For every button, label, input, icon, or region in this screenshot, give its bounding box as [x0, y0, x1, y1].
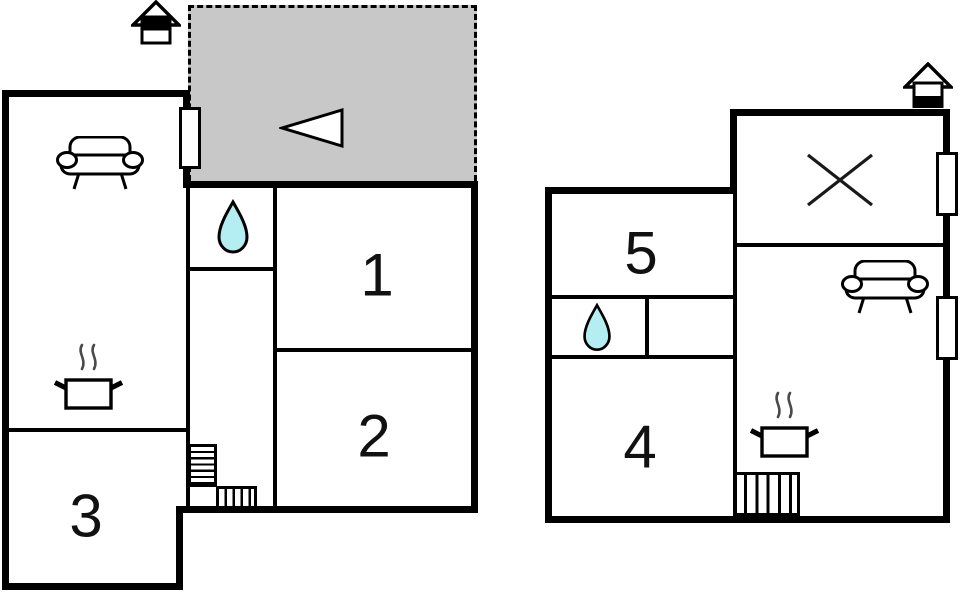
wall: [471, 181, 478, 513]
window-marker: [936, 152, 958, 216]
room-label-2: 2: [357, 402, 391, 470]
wall: [545, 187, 552, 523]
wall: [186, 267, 277, 271]
house-icon: [128, 0, 184, 46]
water-drop-icon: [581, 301, 613, 354]
house-icon: [900, 61, 956, 111]
room-label-3: 3: [69, 482, 103, 550]
wall: [733, 190, 737, 516]
wall: [552, 355, 733, 359]
stairs-icon: [188, 444, 217, 487]
wall: [737, 243, 943, 247]
wall: [273, 188, 277, 506]
wall: [552, 295, 733, 299]
wall: [277, 348, 471, 352]
room-label-5: 5: [624, 219, 658, 287]
sofa-icon: [56, 135, 144, 191]
wall: [2, 583, 183, 590]
cross-icon: [804, 151, 876, 209]
wall: [186, 188, 190, 506]
north-arrow-icon: [276, 107, 345, 149]
terrace-area: [188, 5, 477, 181]
cooking-pot-icon: [749, 388, 821, 460]
water-drop-icon: [215, 198, 251, 255]
wall: [176, 506, 478, 513]
wall: [545, 187, 737, 194]
wall: [176, 506, 183, 590]
window-marker: [179, 107, 201, 169]
wall: [183, 181, 478, 188]
sofa-icon: [841, 259, 929, 315]
wall: [2, 90, 9, 590]
wall: [730, 109, 737, 193]
wall: [2, 428, 190, 432]
window-marker: [936, 296, 958, 360]
stairs-icon: [733, 472, 800, 516]
cooking-pot-icon: [53, 340, 125, 412]
room-label-4: 4: [623, 413, 657, 481]
wall: [645, 295, 649, 359]
room-label-1: 1: [360, 241, 394, 309]
wall: [2, 90, 190, 97]
wall: [545, 516, 950, 523]
wall: [730, 109, 950, 116]
